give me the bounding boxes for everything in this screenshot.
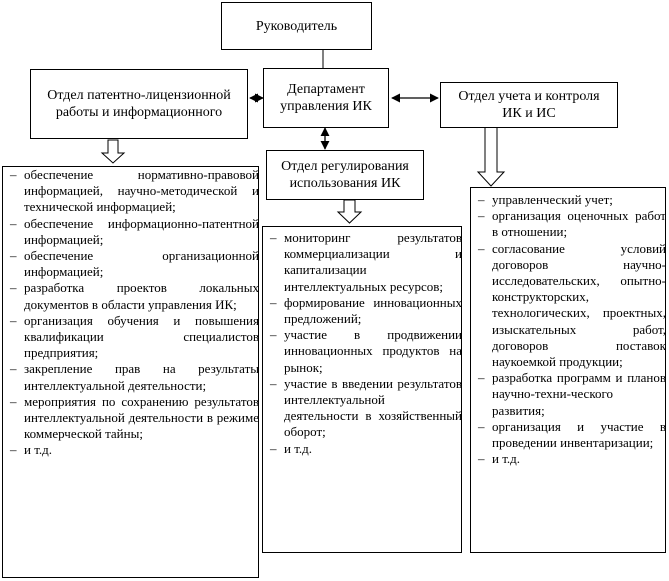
list-item: мероприятия по сохранению результатов ин…: [2, 394, 259, 443]
list-item: участие в продвижении инновационных прод…: [262, 327, 462, 376]
list-item: согласование условий договоров научно-ис…: [470, 241, 666, 371]
list-item: обеспечение информационно-патентной инфо…: [2, 216, 259, 248]
head-box: Руководитель: [221, 2, 372, 50]
list-item: и т.д.: [2, 442, 259, 458]
list-item: закрепление прав на результаты интеллект…: [2, 361, 259, 393]
list-item: формирование инновационных предложений;: [262, 295, 462, 327]
patent-label: Отдел патентно-лицензионной работы и инф…: [47, 88, 231, 120]
block-arrow-accounting: [476, 126, 506, 187]
patent-box: Отдел патентно-лицензионной работы и инф…: [30, 69, 248, 139]
list-item: обеспечение организационной информацией;: [2, 248, 259, 280]
block-arrow-patent: [100, 139, 126, 164]
list-item: разработка проектов локальных документов…: [2, 280, 259, 312]
list-middle: мониторинг результатов коммерциализации …: [262, 230, 462, 457]
list-item: обеспечение нормативно-правовой информац…: [2, 167, 259, 216]
list-item: и т.д.: [470, 451, 666, 467]
list-item: разработка программ и планов научно-техн…: [470, 370, 666, 419]
accounting-box: Отдел учета и контроля ИК и ИС: [440, 82, 618, 128]
list-item: организация оценочных работ в отношении;: [470, 208, 666, 240]
regulation-label: Отдел регулирования использования ИК: [281, 159, 409, 191]
block-arrow-regulation: [336, 199, 363, 224]
accounting-label: Отдел учета и контроля ИК и ИС: [458, 89, 600, 121]
head-label: Руководитель: [255, 18, 338, 34]
list-item: участие в введении результатов интеллект…: [262, 376, 462, 441]
list-item: и т.д.: [262, 441, 462, 457]
regulation-box: Отдел регулирования использования ИК: [266, 150, 424, 200]
dept-label: Департамент управления ИК: [280, 82, 372, 114]
list-item: организация и участие в проведении инвен…: [470, 419, 666, 451]
list-right: управленческий учет; организация оценочн…: [470, 192, 666, 468]
list-item: мониторинг результатов коммерциализации …: [262, 230, 462, 295]
list-left: обеспечение нормативно-правовой информац…: [2, 167, 259, 459]
dept-box: Департамент управления ИК: [263, 68, 389, 128]
list-item: управленческий учет;: [470, 192, 666, 208]
list-item: организация обучения и повышения квалифи…: [2, 313, 259, 362]
